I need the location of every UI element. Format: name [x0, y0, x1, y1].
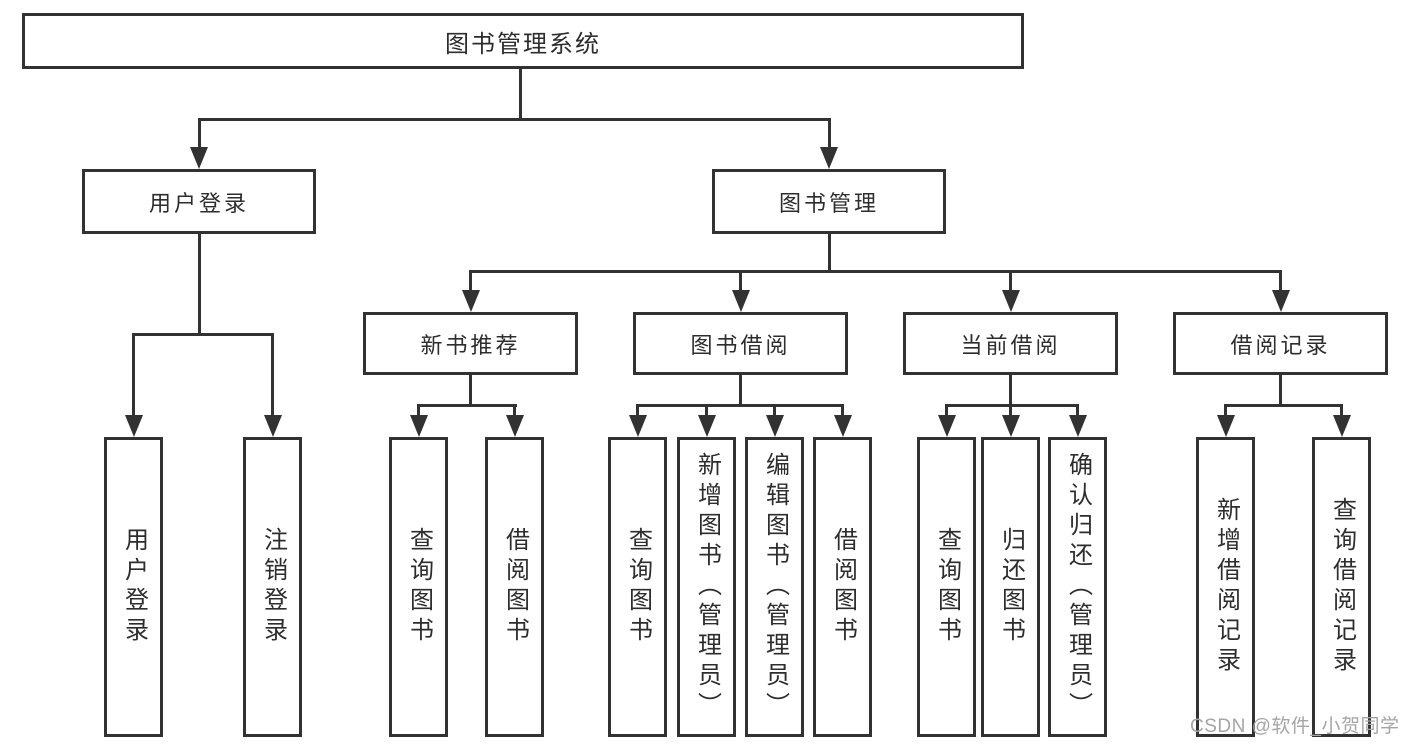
arrow-down-icon — [629, 415, 647, 437]
arrow-down-icon — [125, 415, 143, 437]
leaf-return-books-label: 归还图书 — [997, 527, 1025, 647]
connector-stem — [828, 121, 831, 150]
leaf-edit-book-admin: 编辑图书（管理员） — [745, 437, 804, 737]
leaf-query-books-recommend-label: 查询图书 — [405, 527, 433, 647]
leaf-borrow-books: 借阅图书 — [813, 437, 872, 737]
node-root-label: 图书管理系统 — [445, 30, 601, 58]
connector-stem — [417, 407, 420, 417]
connector-stem — [841, 407, 844, 417]
connector-stem — [132, 336, 135, 417]
leaf-query-books-current-label: 查询图书 — [933, 527, 961, 647]
connector-stem — [1279, 273, 1282, 292]
connector-stem — [636, 407, 639, 417]
connector-stem — [945, 407, 948, 417]
leaf-borrow-books-recommend-label: 借阅图书 — [501, 527, 529, 647]
connector-stem — [198, 234, 201, 335]
node-new-book-recommend-label: 新书推荐 — [420, 332, 521, 358]
connector-bus — [469, 270, 1282, 273]
arrow-down-icon — [834, 415, 852, 437]
arrow-down-icon — [462, 290, 480, 312]
leaf-query-books-recommend: 查询图书 — [389, 437, 448, 737]
leaf-confirm-return-admin: 确认归还（管理员） — [1048, 437, 1107, 737]
connector-stem — [1009, 273, 1012, 292]
connector-stem — [739, 273, 742, 292]
connector-stem — [828, 234, 831, 273]
connector-bus — [945, 404, 1079, 407]
leaf-borrow-books-recommend: 借阅图书 — [485, 437, 544, 737]
connector-stem — [513, 407, 516, 417]
leaf-edit-book-admin-label: 编辑图书（管理员） — [761, 452, 789, 722]
arrow-down-icon — [410, 415, 428, 437]
arrow-down-icon — [732, 290, 750, 312]
node-new-book-recommend: 新书推荐 — [363, 312, 578, 375]
leaf-user-login-label: 用户登录 — [120, 527, 148, 647]
connector-bus — [1224, 404, 1343, 407]
arrow-down-icon — [1002, 415, 1020, 437]
connector-stem — [1076, 407, 1079, 417]
watermark: CSDN @软件_小贺同学 — [1190, 716, 1400, 737]
connector-bus — [417, 404, 517, 407]
node-book-borrowing-label: 图书借阅 — [690, 332, 791, 358]
arrow-down-icon — [698, 415, 716, 437]
node-root: 图书管理系统 — [22, 13, 1024, 69]
connector-stem — [1224, 407, 1227, 417]
leaf-logout: 注销登录 — [243, 437, 302, 737]
leaf-logout-label: 注销登录 — [259, 527, 287, 647]
connector-stem — [1340, 407, 1343, 417]
connector-root-bus — [198, 118, 831, 121]
leaf-add-borrow-record-label: 新增借阅记录 — [1212, 497, 1240, 677]
node-user-login: 用户登录 — [82, 169, 316, 234]
leaf-add-borrow-record: 新增借阅记录 — [1196, 437, 1255, 737]
leaf-confirm-return-admin-label: 确认归还（管理员） — [1064, 452, 1092, 722]
connector-bus — [636, 404, 844, 407]
node-current-borrowing: 当前借阅 — [903, 312, 1118, 375]
connector-stem — [705, 407, 708, 417]
leaf-return-books: 归还图书 — [981, 437, 1040, 737]
arrow-down-icon — [190, 147, 208, 169]
connector-root-stem — [519, 69, 522, 121]
connector-stem — [1009, 375, 1012, 406]
arrow-down-icon — [506, 415, 524, 437]
leaf-query-books-borrowing-label: 查询图书 — [624, 527, 652, 647]
node-user-login-label: 用户登录 — [148, 190, 249, 216]
arrow-down-icon — [1272, 290, 1290, 312]
leaf-add-book-admin-label: 新增图书（管理员） — [693, 452, 721, 722]
node-book-borrowing: 图书借阅 — [633, 312, 848, 375]
connector-bus — [132, 333, 274, 336]
arrow-down-icon — [820, 147, 838, 169]
arrow-down-icon — [938, 415, 956, 437]
leaf-query-books-current: 查询图书 — [917, 437, 976, 737]
leaf-user-login: 用户登录 — [104, 437, 163, 737]
arrow-down-icon — [1069, 415, 1087, 437]
connector-stem — [1009, 407, 1012, 417]
arrow-down-icon — [1333, 415, 1351, 437]
leaf-query-borrow-record: 查询借阅记录 — [1312, 437, 1371, 737]
node-book-management-label: 图书管理 — [778, 190, 879, 216]
arrow-down-icon — [264, 415, 282, 437]
connector-stem — [1279, 375, 1282, 406]
connector-stem — [773, 407, 776, 417]
leaf-query-borrow-record-label: 查询借阅记录 — [1328, 497, 1356, 677]
connector-stem — [469, 273, 472, 292]
node-book-management: 图书管理 — [712, 169, 946, 234]
node-borrowing-records: 借阅记录 — [1173, 312, 1388, 375]
connector-stem — [469, 375, 472, 406]
connector-stem — [739, 375, 742, 406]
arrow-down-icon — [766, 415, 784, 437]
arrow-down-icon — [1002, 290, 1020, 312]
arrow-down-icon — [1217, 415, 1235, 437]
node-borrowing-records-label: 借阅记录 — [1230, 332, 1331, 358]
node-current-borrowing-label: 当前借阅 — [960, 332, 1061, 358]
leaf-add-book-admin: 新增图书（管理员） — [677, 437, 736, 737]
leaf-borrow-books-label: 借阅图书 — [829, 527, 857, 647]
connector-stem — [198, 121, 201, 150]
leaf-query-books-borrowing: 查询图书 — [608, 437, 667, 737]
connector-stem — [271, 336, 274, 417]
